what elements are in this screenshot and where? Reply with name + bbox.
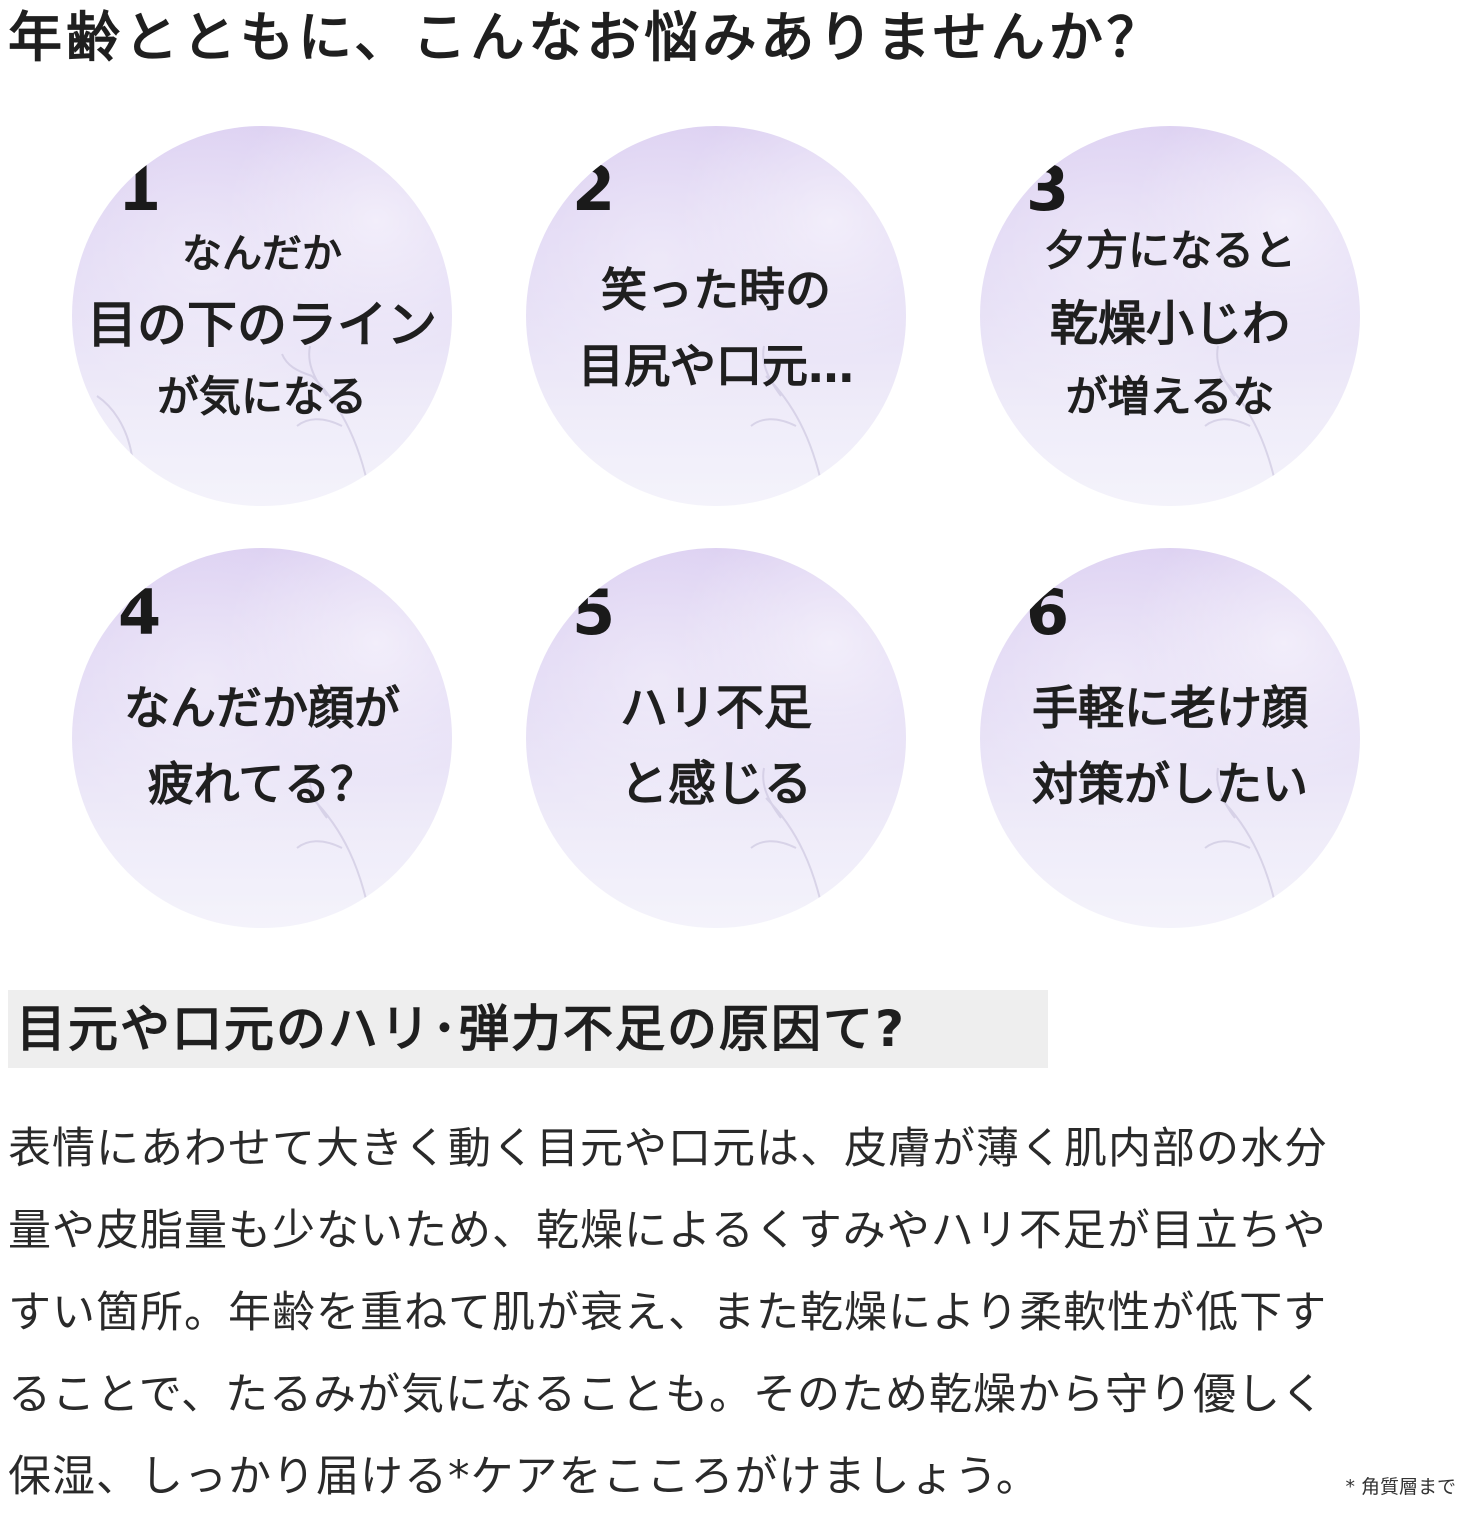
concern-number: 3 — [1026, 152, 1070, 225]
concern-text: 手軽に老け顔 対策がしたい — [980, 670, 1360, 822]
body-line: 保湿、しっかり届ける*ケアをこころがけましょう。 — [8, 1452, 1040, 1502]
concern-line: が増えるな — [1065, 372, 1275, 421]
concern-line: 手軽に老け顔 — [1032, 681, 1308, 735]
concern-line: が気になる — [156, 372, 367, 421]
concern-number: 5 — [572, 576, 616, 649]
concern-circle-2: 2 笑った時の 目尻や口元… — [526, 126, 906, 506]
concern-text: 笑った時の 目尻や口元… — [526, 252, 906, 404]
section-title-bar — [8, 990, 1048, 1068]
concern-line: 目尻や口元… — [578, 339, 854, 393]
concern-line: ハリ不足 — [619, 680, 812, 736]
concern-text: 夕方になると 乾燥小じわ が増えるな — [980, 218, 1360, 430]
flower-illustration-icon — [1204, 345, 1281, 506]
footnote: * 角質層まで — [1345, 1476, 1456, 1498]
body-line: 表情にあわせて大きく動く目元や口元は、皮膚が薄く肌内部の水分 — [8, 1124, 1328, 1174]
concern-number: 6 — [1026, 576, 1070, 649]
page-headline: 年齢とともに、こんなお悩みありませんか？ — [8, 6, 1165, 69]
concern-circle-5: 5 ハリ不足 と感じる — [526, 548, 906, 928]
concern-circle-1: 1 なんだか 目の下のライン が気になる — [72, 126, 452, 506]
flower-illustration-icon — [750, 767, 827, 928]
body-line: すい箇所。年齢を重ねて肌が衰え、また乾燥により柔軟性が低下す — [8, 1288, 1328, 1338]
concern-number: 4 — [118, 576, 162, 649]
concern-text: ハリ不足 と感じる — [526, 670, 906, 822]
concern-line: と感じる — [619, 756, 812, 812]
concern-line: 目の下のライン — [87, 296, 437, 354]
concern-circle-4: 4 なんだか顔が 疲れてる？ — [72, 548, 452, 928]
concern-circle-6: 6 手軽に老け顔 対策がしたい — [980, 548, 1360, 928]
concern-line: 笑った時の — [601, 263, 831, 317]
concern-line: なんだか — [182, 231, 342, 277]
flower-illustration-icon — [1204, 767, 1281, 928]
concern-circle-3: 3 夕方になると 乾燥小じわ が増えるな — [980, 126, 1360, 506]
flower-illustration-icon — [296, 767, 373, 928]
concern-line: 乾燥小じわ — [1049, 296, 1290, 352]
section-body: 表情にあわせて大きく動く目元や口元は、皮膚が薄く肌内部の水分 量や皮脂量も少ない… — [8, 1108, 1328, 1518]
concern-line: 対策がしたい — [1032, 757, 1308, 811]
flower-illustration-icon — [750, 345, 827, 506]
concern-text: なんだか 目の下のライン が気になる — [72, 222, 452, 430]
concern-line: なんだか顔が — [124, 681, 400, 735]
concern-number: 2 — [572, 152, 616, 225]
concern-number: 1 — [118, 152, 162, 225]
concern-grid: 1 なんだか 目の下のライン が気になる 2 笑った時の 目尻や口元… — [72, 126, 1360, 928]
concern-text: なんだか顔が 疲れてる？ — [72, 670, 452, 822]
body-line: ることで、たるみが気になることも。そのため乾燥から守り優しく — [8, 1370, 1325, 1420]
concern-line: 夕方になると — [1043, 226, 1296, 275]
flower-illustration-icon — [96, 345, 373, 506]
section-title: 目元や口元のハリ･弾力不足の原因て? — [16, 1000, 907, 1058]
concern-line: 疲れてる？ — [147, 757, 377, 811]
body-line: 量や皮脂量も少ないため、乾燥によるくすみやハリ不足が目立ちや — [8, 1206, 1327, 1256]
